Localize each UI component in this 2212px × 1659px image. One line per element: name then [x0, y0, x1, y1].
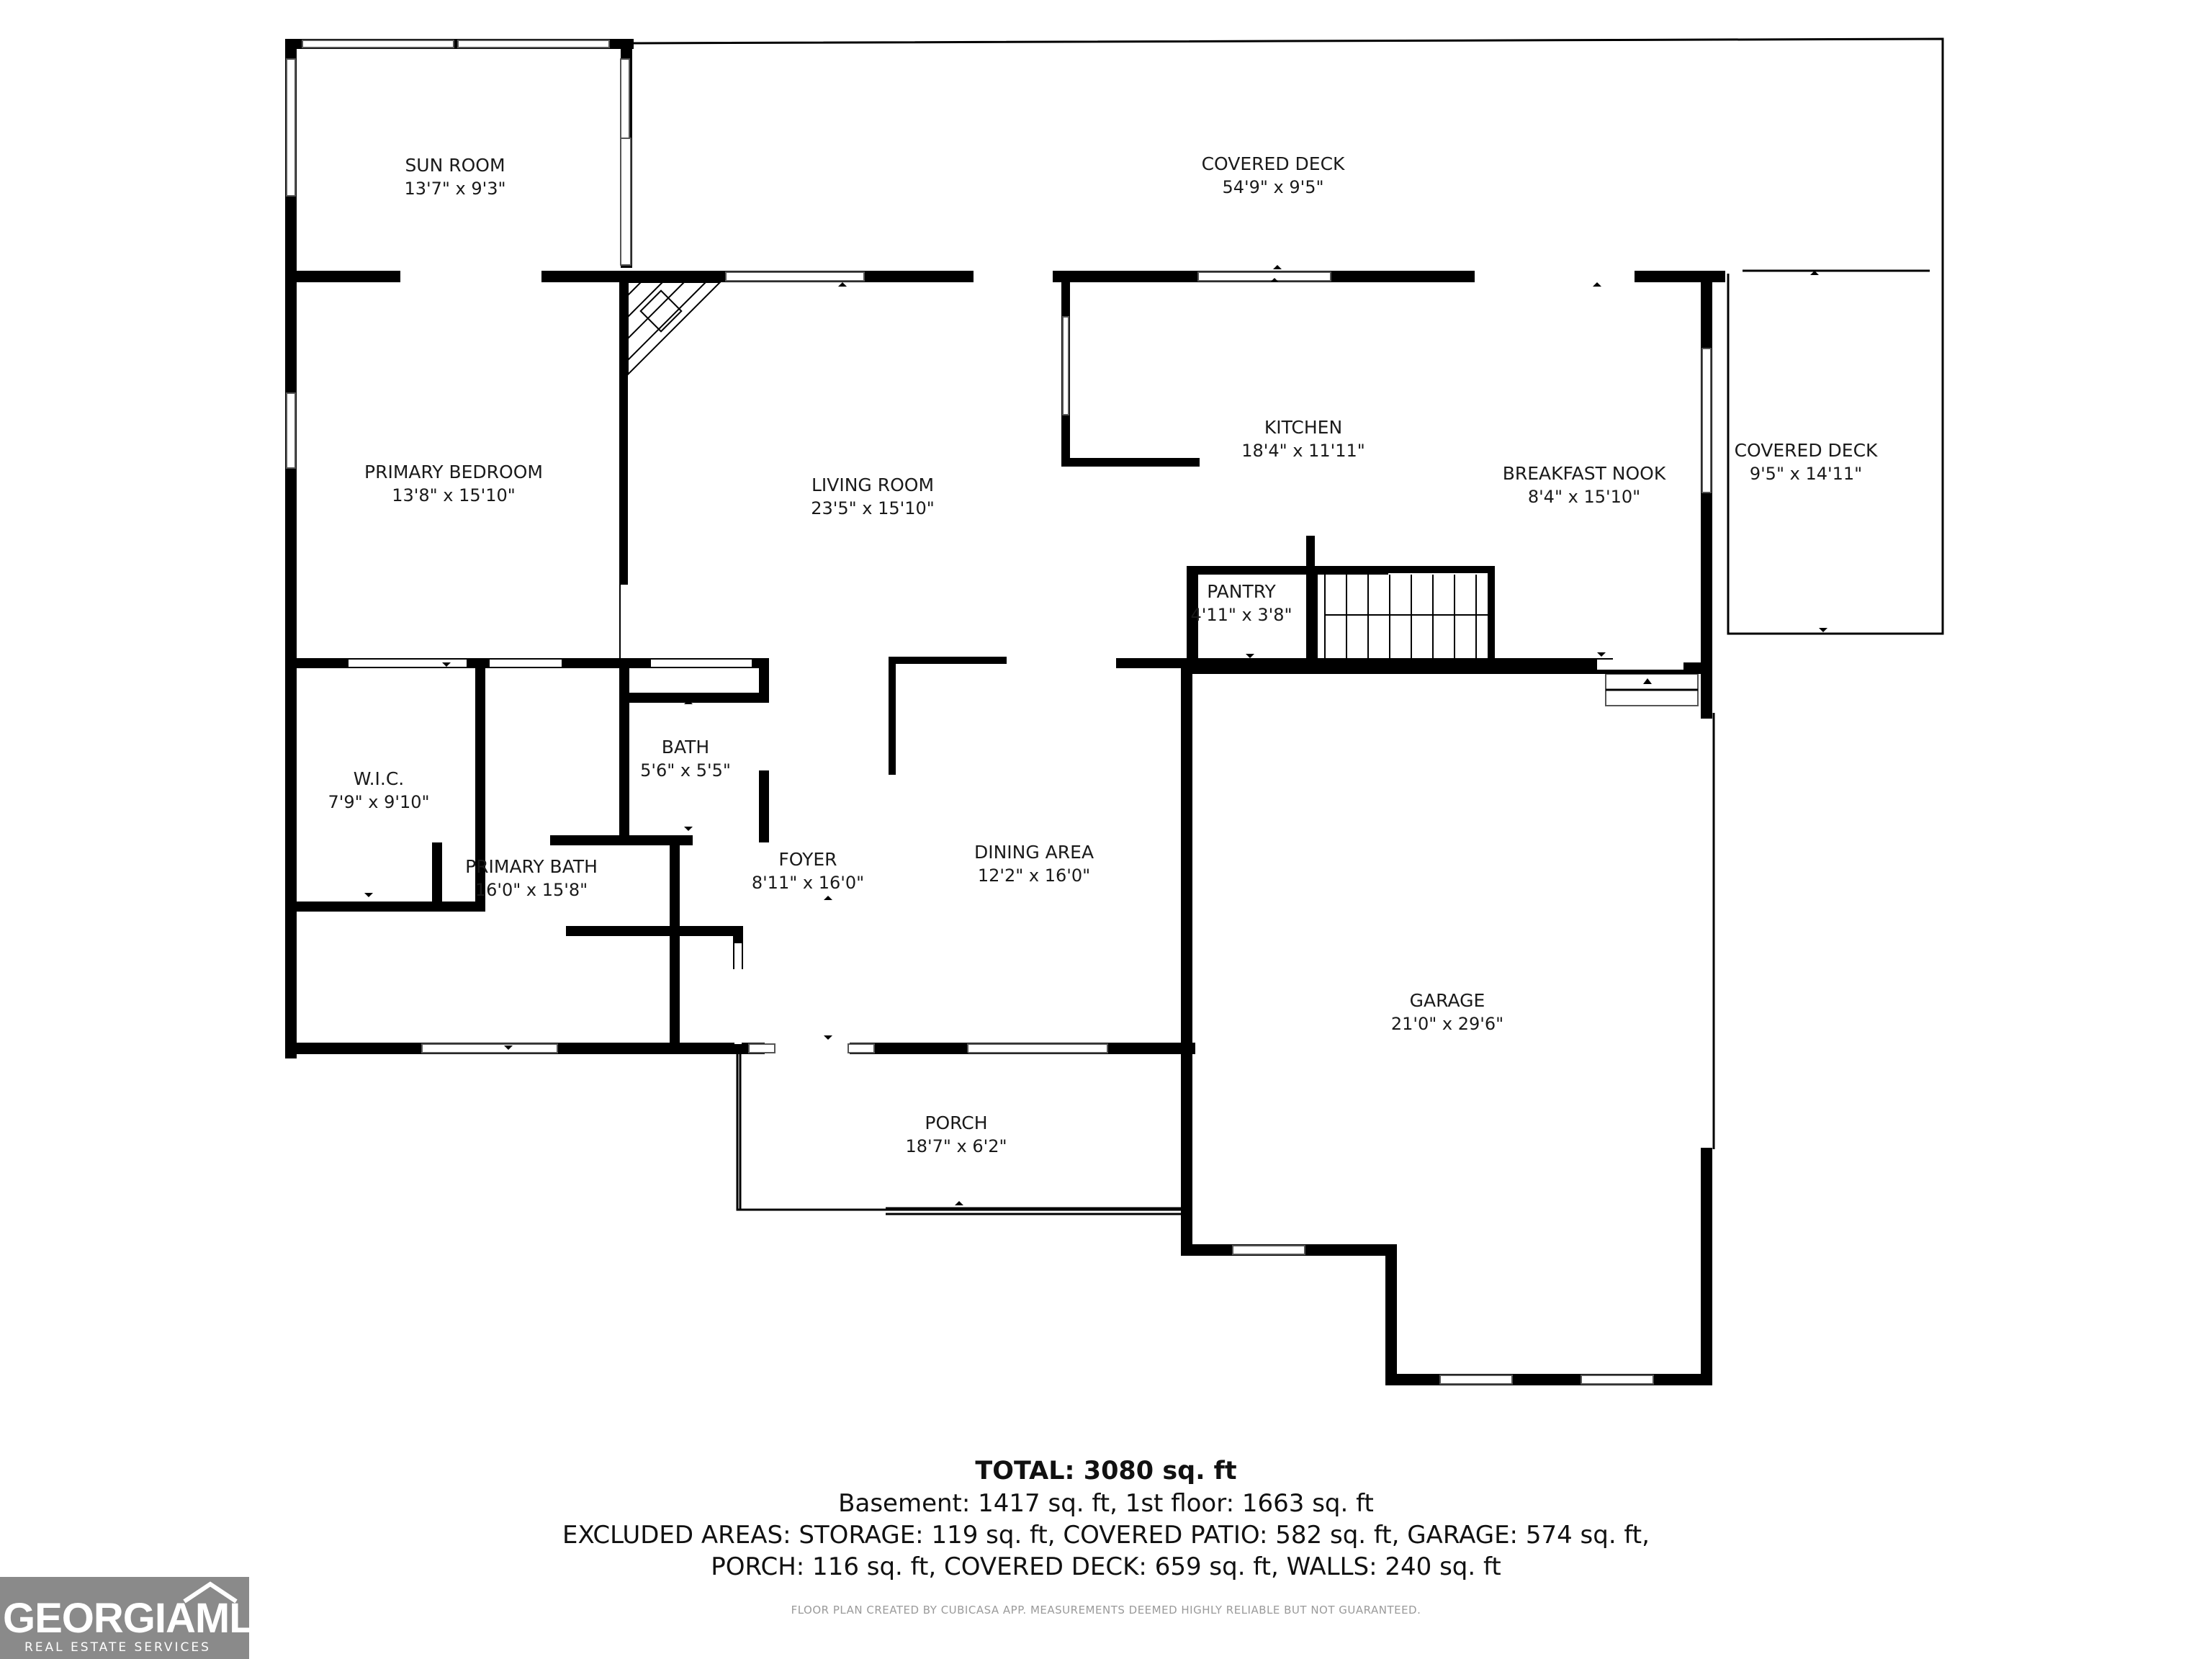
svg-text:21'0" x 29'6": 21'0" x 29'6"	[1391, 1014, 1503, 1034]
svg-text:COVERED DECK: COVERED DECK	[1735, 440, 1878, 461]
svg-text:PORCH: PORCH	[925, 1112, 987, 1133]
svg-text:KITCHEN: KITCHEN	[1264, 417, 1342, 438]
svg-text:13'8" x 15'10": 13'8" x 15'10"	[392, 485, 516, 505]
room-garage: GARAGE 21'0" x 29'6"	[1391, 990, 1503, 1034]
room-foyer: FOYER 8'11" x 16'0"	[752, 849, 864, 893]
room-living-room: LIVING ROOM 23'5" x 15'10"	[811, 475, 935, 518]
room-pantry: PANTRY 4'11" x 3'8"	[1190, 581, 1292, 625]
room-covered-deck-east: COVERED DECK 9'5" x 14'11"	[1735, 440, 1878, 484]
disclaimer: FLOOR PLAN CREATED BY CUBICASA APP. MEAS…	[791, 1604, 1421, 1617]
staircase	[1324, 575, 1488, 662]
svg-text:LIVING ROOM: LIVING ROOM	[811, 475, 934, 495]
total-area: TOTAL: 3080 sq. ft	[975, 1457, 1237, 1485]
door-swing-ticks	[364, 265, 1827, 1205]
deck-outlines	[633, 37, 1944, 1215]
room-porch: PORCH 18'7" x 6'2"	[905, 1112, 1007, 1156]
svg-text:W.I.C.: W.I.C.	[354, 768, 405, 789]
room-primary-bath: PRIMARY BATH 16'0" x 15'8"	[465, 856, 598, 900]
svg-text:BREAKFAST NOOK: BREAKFAST NOOK	[1503, 463, 1666, 484]
excluded-areas-line-1: EXCLUDED AREAS: STORAGE: 119 sq. ft, COV…	[562, 1521, 1650, 1550]
svg-text:18'7" x 6'2": 18'7" x 6'2"	[905, 1136, 1007, 1156]
svg-text:23'5" x 15'10": 23'5" x 15'10"	[811, 498, 935, 518]
covered-deck-outline	[633, 37, 1944, 635]
area-summary: TOTAL: 3080 sq. ft Basement: 1417 sq. ft…	[0, 1455, 2212, 1583]
svg-text:9'5" x 14'11": 9'5" x 14'11"	[1750, 464, 1862, 484]
svg-text:12'2" x 16'0": 12'2" x 16'0"	[978, 866, 1090, 886]
fireplace	[627, 282, 722, 377]
svg-text:DINING AREA: DINING AREA	[974, 842, 1094, 863]
walls	[285, 39, 1725, 1385]
svg-text:PANTRY: PANTRY	[1207, 581, 1276, 602]
room-primary-bedroom: PRIMARY BEDROOM 13'8" x 15'10"	[364, 462, 543, 505]
georgia-mls-logo: GEORGIAMLS REAL ESTATE SERVICES	[0, 1577, 282, 1659]
svg-text:FOYER: FOYER	[778, 849, 837, 870]
svg-text:18'4" x 11'11": 18'4" x 11'11"	[1241, 441, 1365, 461]
room-wic: W.I.C. 7'9" x 9'10"	[328, 768, 429, 812]
svg-text:4'11" x 3'8": 4'11" x 3'8"	[1190, 605, 1292, 625]
room-sun-room: SUN ROOM 13'7" x 9'3"	[404, 155, 505, 199]
svg-text:SUN ROOM: SUN ROOM	[405, 155, 505, 176]
svg-text:54'9" x 9'5": 54'9" x 9'5"	[1222, 177, 1323, 197]
svg-text:16'0" x 15'8": 16'0" x 15'8"	[475, 880, 588, 900]
roof-icon	[183, 1581, 238, 1604]
svg-text:PRIMARY BEDROOM: PRIMARY BEDROOM	[364, 462, 543, 482]
logo-wordmark: GEORGIAMLS	[3, 1595, 282, 1642]
svg-text:5'6" x 5'5": 5'6" x 5'5"	[640, 760, 731, 781]
svg-text:13'7" x 9'3": 13'7" x 9'3"	[404, 179, 505, 199]
svg-text:PRIMARY BATH: PRIMARY BATH	[465, 856, 598, 877]
floor-areas: Basement: 1417 sq. ft, 1st floor: 1663 s…	[838, 1489, 1374, 1518]
room-breakfast-nook: BREAKFAST NOOK 8'4" x 15'10"	[1503, 463, 1666, 507]
logo-tagline: REAL ESTATE SERVICES	[24, 1640, 211, 1655]
logo-background	[0, 1577, 249, 1659]
room-bath: BATH 5'6" x 5'5"	[640, 737, 731, 781]
windows	[286, 40, 1712, 1385]
svg-text:8'11" x 16'0": 8'11" x 16'0"	[752, 873, 864, 893]
svg-text:BATH: BATH	[662, 737, 709, 757]
room-dining-area: DINING AREA 12'2" x 16'0"	[974, 842, 1094, 886]
svg-text:COVERED DECK: COVERED DECK	[1202, 153, 1345, 174]
room-kitchen: KITCHEN 18'4" x 11'11"	[1241, 417, 1365, 461]
porch-outline	[736, 1053, 1187, 1211]
room-labels: SUN ROOM 13'7" x 9'3" COVERED DECK 54'9"…	[328, 153, 1878, 1156]
svg-text:8'4" x 15'10": 8'4" x 15'10"	[1528, 487, 1640, 507]
svg-text:GARAGE: GARAGE	[1410, 990, 1485, 1011]
room-covered-deck: COVERED DECK 54'9" x 9'5"	[1202, 153, 1345, 197]
svg-text:7'9" x 9'10": 7'9" x 9'10"	[328, 792, 429, 812]
excluded-areas-line-2: PORCH: 116 sq. ft, COVERED DECK: 659 sq.…	[711, 1552, 1501, 1581]
floor-plan: SUN ROOM 13'7" x 9'3" COVERED DECK 54'9"…	[285, 37, 1944, 1385]
